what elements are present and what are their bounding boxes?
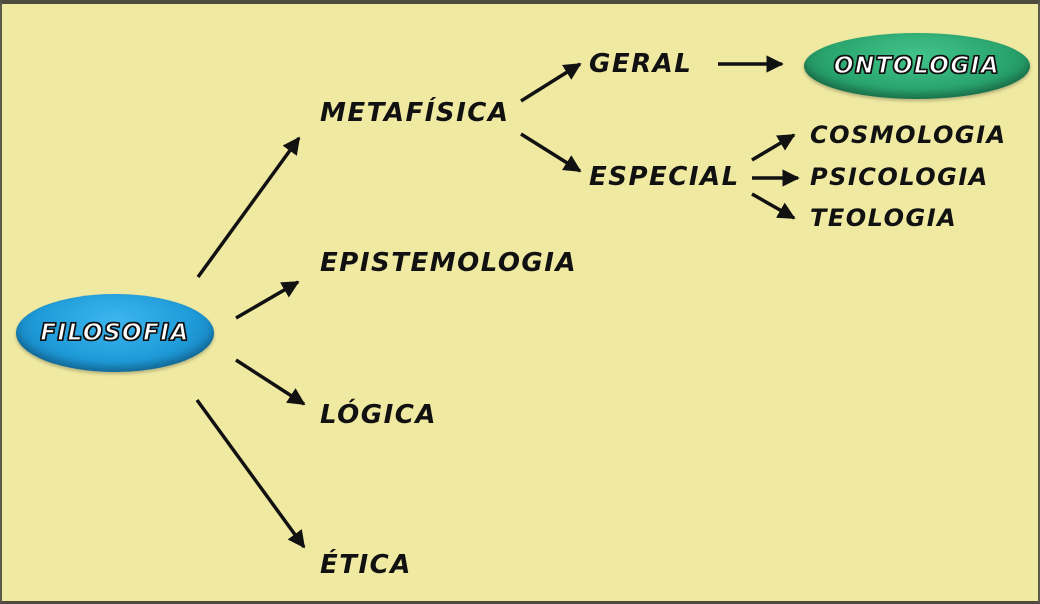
arrows-layer xyxy=(195,55,800,549)
node-filosofia: FILOSOFIA xyxy=(16,294,214,372)
arrow-metafisica-especial xyxy=(520,132,582,173)
node-ontologia: ONTOLOGIA xyxy=(804,33,1030,99)
node-teologia: TEOLOGIA xyxy=(810,204,958,232)
node-geral: GERAL xyxy=(589,49,693,79)
node-ontologia-label: ONTOLOGIA xyxy=(833,52,1001,79)
node-epistemologia: EPISTEMOLOGIA xyxy=(320,248,578,278)
node-logica: LÓGICA xyxy=(320,400,437,430)
node-filosofia-label: FILOSOFIA xyxy=(40,319,190,346)
arrow-filosofia-logica xyxy=(235,358,306,406)
node-psicologia: PSICOLOGIA xyxy=(810,163,989,191)
node-etica: ÉTICA xyxy=(320,550,412,580)
node-metafisica: METAFÍSICA xyxy=(320,98,510,128)
node-cosmologia: COSMOLOGIA xyxy=(810,121,1007,149)
arrow-filosofia-epistemologia xyxy=(235,280,300,320)
arrow-filosofia-etica xyxy=(195,398,306,549)
arrow-metafisica-geral xyxy=(520,62,582,103)
node-especial: ESPECIAL xyxy=(589,162,740,192)
arrow-especial-teologia xyxy=(751,192,796,220)
arrow-especial-cosmologia xyxy=(751,133,796,162)
arrow-filosofia-metafisica xyxy=(196,136,301,279)
